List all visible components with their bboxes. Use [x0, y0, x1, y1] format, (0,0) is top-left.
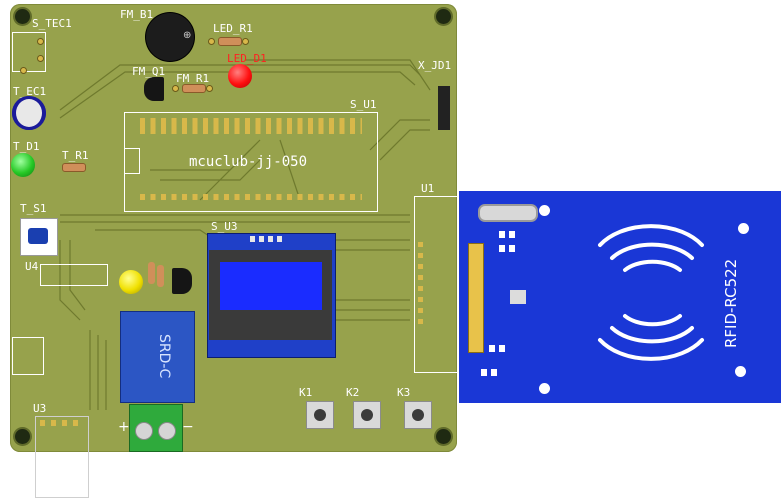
label-u3: U3: [33, 402, 47, 415]
rfid-crystal: [478, 204, 538, 222]
rfid-smd: [498, 244, 506, 253]
mount-hole-tl: [15, 9, 30, 24]
capacitor-top: [16, 99, 42, 127]
mcu-pin-row-top2: [140, 126, 362, 132]
relay: [120, 311, 195, 403]
rfid-header-pins: [468, 243, 484, 353]
resistor-pin: [208, 38, 215, 45]
switch-cap: [28, 228, 48, 244]
oled-pins: [250, 236, 286, 242]
terminal-screw: [158, 422, 176, 440]
led-red: [228, 64, 252, 88]
rfid-hole: [539, 205, 550, 216]
button-k1[interactable]: [306, 401, 334, 429]
resistor-t-r1: [62, 163, 86, 172]
rfid-smd: [488, 344, 496, 353]
u3-pins: [40, 420, 80, 426]
resistor-vertical: [157, 265, 164, 287]
resistor-pin: [172, 85, 179, 92]
rfid-hole: [738, 223, 749, 234]
led-green: [11, 153, 35, 177]
resistor-fm-r1: [182, 84, 206, 93]
transistor-fm-q1: [144, 77, 164, 101]
rfid-smd: [498, 230, 506, 239]
u3-outline: [35, 416, 89, 498]
label-x-jd1: X_JD1: [418, 59, 452, 72]
buzzer-plus-icon: ⊕: [183, 30, 192, 41]
s-tec1-pin: [37, 38, 44, 45]
mcu-label: mcuclub-jj-050: [189, 154, 308, 170]
button-k3[interactable]: [404, 401, 432, 429]
mcu-pin-row-bottom: [140, 194, 362, 200]
mount-hole-br: [436, 429, 451, 444]
s-tec1-pin: [37, 55, 44, 62]
lower-left-connector: [12, 337, 44, 375]
rfid-smd: [508, 244, 516, 253]
mcu-side-box: [124, 148, 140, 174]
label-t-s1: T_S1: [20, 202, 47, 215]
resistor-pin: [206, 85, 213, 92]
label-led-d1: LED_D1: [227, 52, 267, 65]
u1-pins: [418, 242, 423, 326]
label-k2: K2: [346, 386, 360, 399]
label-s-u1: S_U1: [350, 98, 377, 111]
rfid-chip: [510, 290, 526, 304]
mount-hole-bl: [15, 429, 30, 444]
x-jd1-header: [438, 86, 450, 130]
s-tec1-pin: [20, 67, 27, 74]
label-t-ec1: T_EC1: [13, 85, 47, 98]
minus-sign: −: [182, 419, 194, 435]
label-led-r1: LED_R1: [213, 22, 253, 35]
rfid-smd: [508, 230, 516, 239]
label-fm-q1: FM_Q1: [132, 65, 166, 78]
oled-screen: [220, 262, 322, 310]
terminal-screw: [135, 422, 153, 440]
s-tec1-outline: [12, 32, 46, 72]
rfid-smd: [498, 344, 506, 353]
label-fm-b1: FM_B1: [120, 8, 154, 21]
resistor-led-r1: [218, 37, 242, 46]
label-t-r1: T_R1: [62, 149, 89, 162]
rfid-hole: [735, 366, 746, 377]
label-s-u3: S_U3: [211, 220, 238, 233]
rfid-label: RFID-RC522: [722, 258, 740, 348]
resistor-vertical: [148, 262, 155, 284]
label-k1: K1: [299, 386, 313, 399]
label-fm-r1: FM_R1: [176, 72, 210, 85]
rfid-hole: [539, 383, 550, 394]
mount-hole-tr: [436, 9, 451, 24]
led-yellow: [119, 270, 143, 294]
label-s-tec1: S_TEC1: [32, 17, 72, 30]
rfid-smd: [480, 368, 488, 377]
buzzer: [146, 13, 194, 61]
label-k3: K3: [397, 386, 411, 399]
resistor-pin: [242, 38, 249, 45]
label-u4: U4: [25, 260, 39, 273]
u4-outline: [40, 264, 108, 286]
transistor-relay: [172, 268, 192, 294]
label-t-d1: T_D1: [13, 140, 40, 153]
label-u1: U1: [421, 182, 435, 195]
button-k2[interactable]: [353, 401, 381, 429]
rfid-smd: [490, 368, 498, 377]
plus-sign: +: [118, 419, 130, 435]
